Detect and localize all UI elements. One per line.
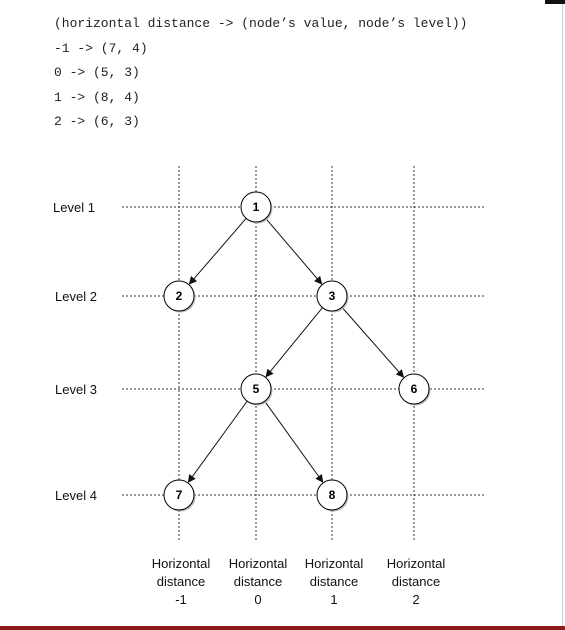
code-line-hd-0: 0 -> (5, 3) [54, 65, 140, 80]
window-corner-bar [545, 0, 565, 4]
hd-label-1-line-0: Horizontal [305, 556, 364, 571]
tree-node-1: 1 [240, 191, 273, 224]
level-label-1: Level 1 [53, 200, 95, 215]
node-circle [398, 373, 430, 405]
node-value: 8 [329, 488, 336, 502]
hd-label--1-line-1: distance [157, 574, 205, 589]
code-block: (horizontal distance -> (node’s value, n… [54, 12, 467, 135]
edge-3-5 [265, 307, 323, 378]
window-edge [562, 0, 563, 630]
node-circle [163, 479, 195, 511]
hd-label-0-line-1: distance [234, 574, 282, 589]
edge-1-2 [188, 218, 247, 285]
hd-label-1-line-2: 1 [330, 592, 337, 607]
hd-label--1-line-2: -1 [175, 592, 187, 607]
hd-label-2-line-0: Horizontal [387, 556, 446, 571]
edge-5-7 [187, 400, 248, 483]
tree-node-2: 2 [163, 280, 196, 313]
code-line-hd-minus-1: -1 -> (7, 4) [54, 40, 148, 56]
tree-node-5: 5 [240, 373, 273, 406]
node-value: 2 [176, 289, 183, 303]
code-line-hd-1: 1 -> (8, 4) [54, 89, 140, 105]
hd-label-0-line-0: Horizontal [229, 556, 288, 571]
hd-label--1-line-0: Horizontal [152, 556, 211, 571]
node-circle [163, 280, 195, 312]
tree-node-6: 6 [398, 373, 431, 406]
code-line-header: (horizontal distance -> (node’s value, n… [54, 16, 468, 31]
hd-label-2-line-2: 2 [412, 592, 419, 607]
node-circle [316, 280, 348, 312]
edge-3-6 [341, 306, 405, 378]
tree-node-7: 7 [163, 479, 196, 512]
edge-5-8 [264, 400, 324, 483]
node-value: 5 [253, 382, 260, 396]
node-value: 6 [411, 382, 418, 396]
edge-layer [187, 218, 405, 483]
node-value: 3 [329, 289, 336, 303]
node-layer: 1 2 3 5 6 7 8 [163, 191, 431, 512]
tree-node-3: 3 [316, 280, 349, 313]
window-bottom-bar [0, 626, 565, 630]
edge-1-3 [265, 218, 323, 285]
hd-label-1-line-1: distance [310, 574, 358, 589]
level-label-2: Level 2 [55, 289, 97, 304]
node-value: 1 [253, 200, 260, 214]
label-layer: Level 1 Level 2 Level 3 Level 4 Horizontal di… [53, 200, 445, 607]
node-circle [316, 479, 348, 511]
node-value: 7 [176, 488, 183, 502]
code-line-hd-2: 2 -> (6, 3) [54, 114, 140, 129]
level-label-4: Level 4 [55, 488, 97, 503]
node-circle [240, 191, 272, 223]
hd-label-0-line-2: 0 [254, 592, 261, 607]
tree-node-8: 8 [316, 479, 349, 512]
hd-label-2-line-1: distance [392, 574, 440, 589]
node-circle [240, 373, 272, 405]
level-label-3: Level 3 [55, 382, 97, 397]
